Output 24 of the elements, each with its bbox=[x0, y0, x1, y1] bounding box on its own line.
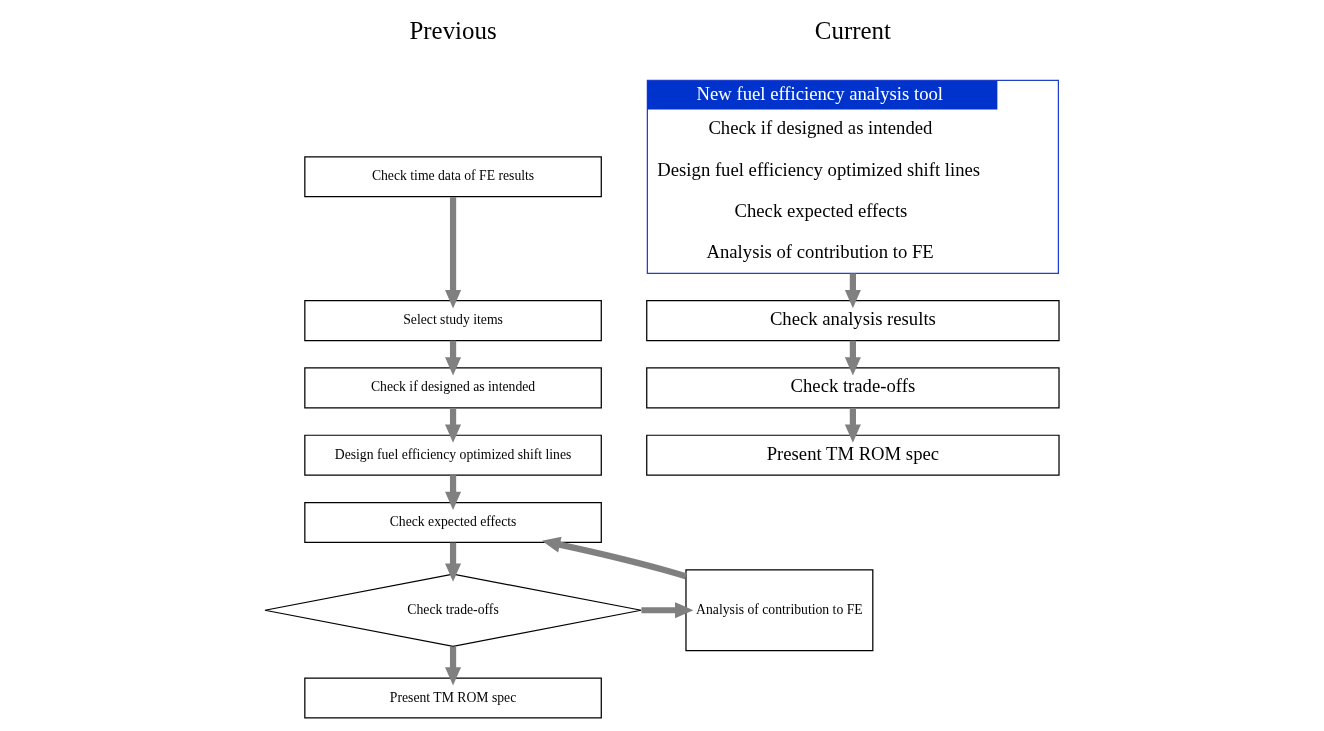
node-box: Design fuel efficiency optimized shift lines bbox=[304, 434, 602, 476]
arrow bbox=[445, 542, 462, 582]
label: Current bbox=[814, 17, 891, 45]
arrow bbox=[445, 475, 462, 511]
arrow bbox=[844, 273, 861, 309]
node-box: Check if designed as intended bbox=[304, 367, 602, 409]
node-box: Check time data of FE results bbox=[304, 156, 602, 198]
arrow bbox=[541, 536, 687, 580]
node-box: Check analysis results bbox=[646, 300, 1060, 342]
node-box: Check trade-offs bbox=[646, 367, 1060, 409]
arrow bbox=[445, 646, 462, 686]
node-box: Select study items bbox=[304, 300, 602, 342]
node-box: Analysis of contribution to FE bbox=[685, 569, 874, 652]
arrow bbox=[844, 340, 861, 376]
arrow bbox=[844, 407, 861, 443]
label: Previous bbox=[409, 17, 497, 45]
node-box: Present TM ROM spec bbox=[304, 677, 602, 719]
arrow bbox=[641, 602, 694, 619]
node-box: Present TM ROM spec bbox=[646, 434, 1060, 476]
arrow bbox=[445, 407, 462, 443]
node-box: Check expected effects bbox=[304, 501, 602, 543]
arrow bbox=[445, 340, 462, 376]
arrow bbox=[445, 197, 462, 309]
node-diamond: Check trade-offs bbox=[264, 573, 642, 647]
